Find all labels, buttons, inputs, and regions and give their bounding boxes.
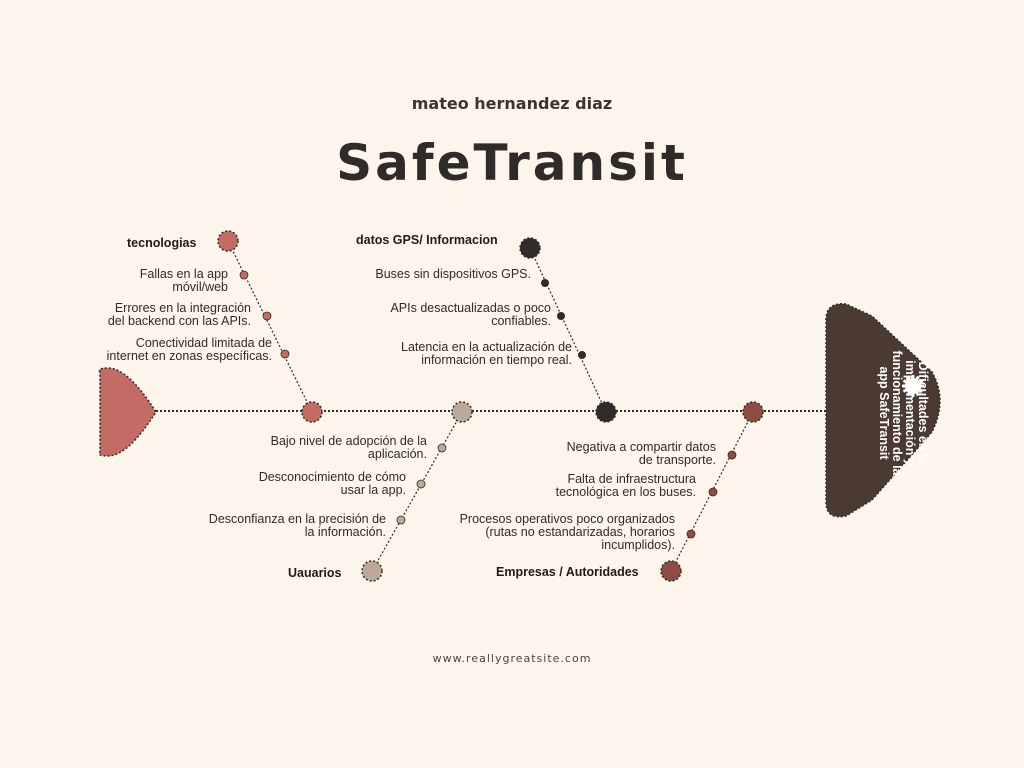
category-empresas: Empresas / Autoridades	[496, 565, 639, 579]
category-usuarios: Uauarios	[288, 566, 342, 580]
cause-dot	[557, 312, 565, 320]
category-tecnologias: tecnologias	[127, 236, 197, 250]
cause-dot	[708, 487, 718, 497]
cause-label: Procesos operativos poco organizados(rut…	[459, 512, 675, 552]
cause-dot	[396, 515, 406, 525]
cause-dot	[416, 479, 426, 489]
cause-dot	[437, 443, 447, 453]
cause-dot	[262, 311, 272, 321]
joint-empresas	[742, 401, 764, 423]
page-title: SafeTransit	[336, 134, 688, 192]
fish-tail	[98, 367, 157, 457]
joint-usuarios	[451, 401, 473, 423]
author-name: mateo hernandez diaz	[411, 94, 613, 113]
node-datos	[519, 237, 541, 259]
cause-dot	[239, 270, 249, 280]
node-usuarios	[361, 560, 383, 582]
bone-datos	[529, 247, 607, 413]
cause-dot	[541, 279, 549, 287]
cause-dot	[578, 351, 586, 359]
node-empresas	[660, 560, 682, 582]
cause-dot	[280, 349, 290, 359]
cause-dot	[727, 450, 737, 460]
problem-statement: Dificultades en la implementación y func…	[877, 350, 930, 476]
footer-url[interactable]: www.reallygreatsite.com	[432, 652, 592, 665]
gear-icon	[902, 375, 924, 397]
bone-usuarios	[371, 411, 463, 572]
cause-label: Buses sin dispositivos GPS.	[375, 267, 531, 281]
node-tecnologias	[217, 230, 239, 252]
joint-tecnologias	[301, 401, 323, 423]
cause-dot	[686, 529, 696, 539]
joint-datos	[595, 401, 617, 423]
category-datos: datos GPS/ Informacion	[356, 233, 498, 247]
fish-head	[825, 303, 941, 518]
